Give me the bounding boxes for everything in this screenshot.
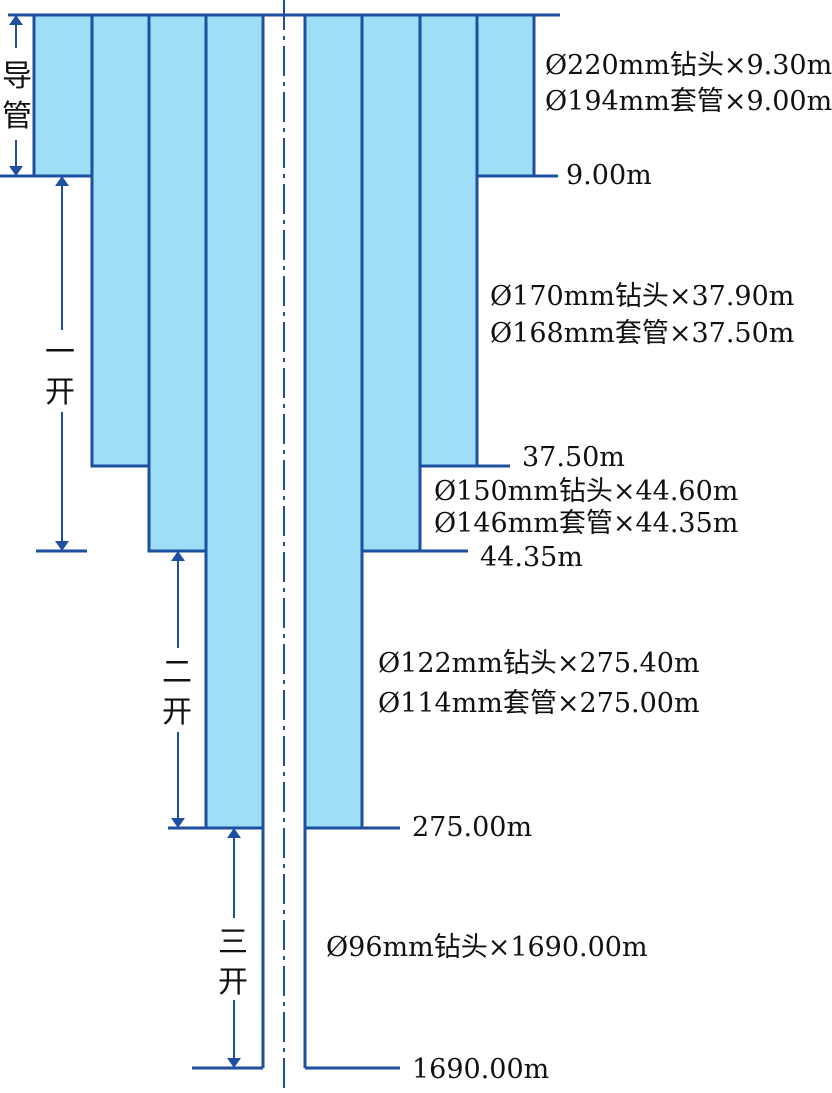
casing-168mm-left [90,13,151,468]
spec-96mm-bit: Ø96mm钻头×1690.00m [326,932,648,963]
stage-boundaries [0,174,263,1070]
casing-194mm-right [475,13,536,178]
casing-168mm-right [418,13,479,468]
depth-label-9m: 9.00m [566,160,652,191]
spec-146mm-casing: Ø146mm套管×44.35m [434,508,738,539]
stage-conductor-char-1: 导 [2,59,32,94]
spec-168mm-casing: Ø168mm套管×37.50m [490,318,794,349]
spec-114mm-casing: Ø114mm套管×275.00m [378,688,700,719]
spec-labels: Ø220mm钻头×9.30m Ø194mm套管×9.00m Ø170mm钻头×3… [326,50,832,963]
casing-114mm-right [303,13,364,830]
spec-194mm-casing: Ø194mm套管×9.00m [545,86,832,117]
depth-lines [305,174,558,1070]
casing-194mm-left [32,13,94,178]
stage-second-char-1: 二 [162,655,192,690]
casing-146mm-right [360,13,422,553]
depth-label-37m: 37.50m [522,442,625,473]
stage-first-char-1: 一 [45,335,75,370]
casing-146mm-left [147,13,208,553]
stage-first-char-2: 开 [45,375,75,410]
stage-third-char-2: 开 [218,965,248,1000]
spec-150mm-bit: Ø150mm钻头×44.60m [434,476,738,507]
depth-labels: 9.00m 37.50m 44.35m 275.00m 1690.00m [412,160,652,1085]
stage-labels: 导 管 一 开 二 开 三 开 [2,59,248,1000]
depth-label-44m: 44.35m [480,542,583,573]
depth-label-275m: 275.00m [412,812,532,843]
spec-220mm-bit: Ø220mm钻头×9.30m [545,50,832,81]
open-hole-walls [261,828,307,1068]
spec-122mm-bit: Ø122mm钻头×275.40m [378,648,700,679]
stage-second-char-2: 开 [162,695,192,730]
stage-third-char-1: 三 [218,925,248,960]
casing-114mm-left [204,13,265,830]
stage-conductor-char-2: 管 [2,99,32,134]
depth-label-1690m: 1690.00m [412,1054,549,1085]
spec-170mm-bit: Ø170mm钻头×37.90m [490,281,794,312]
stage-arrows [9,15,241,1068]
